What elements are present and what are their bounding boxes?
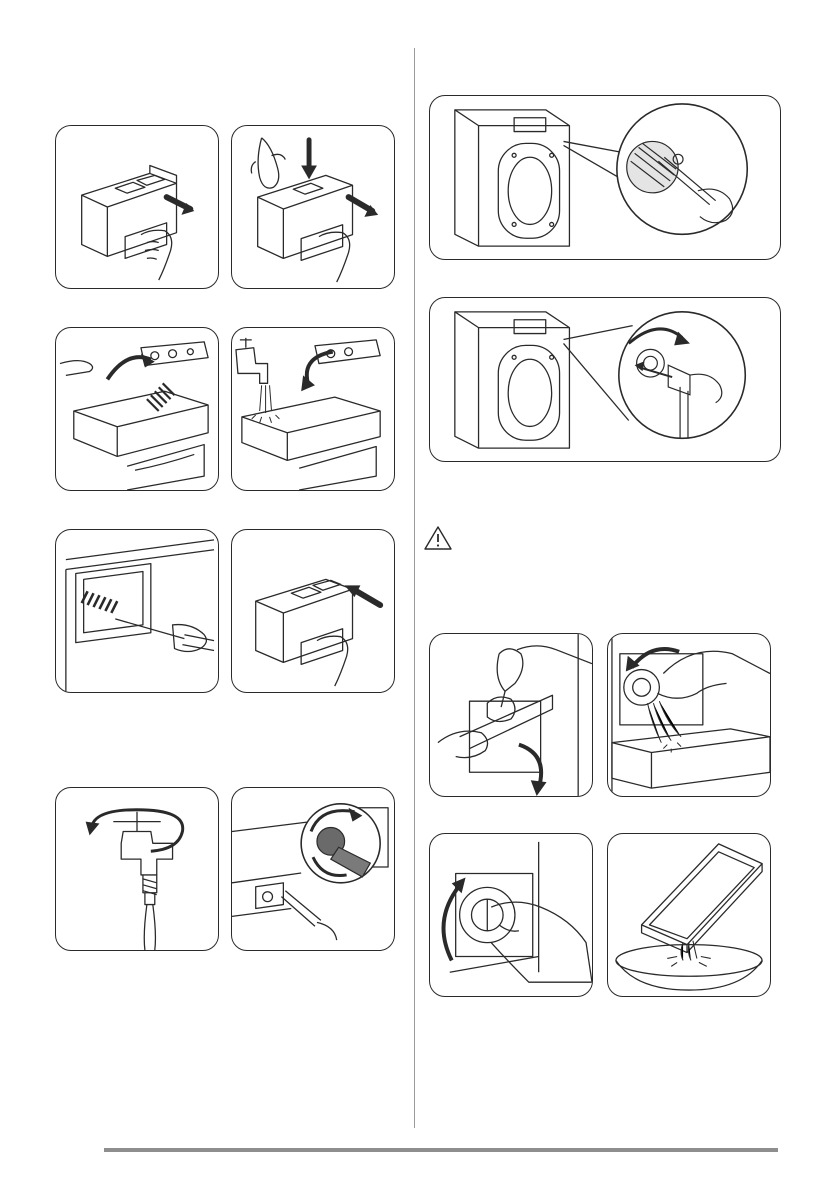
fig-close-water-tap — [55, 787, 219, 951]
drain-into-tray-icon — [608, 634, 770, 796]
rinse-under-tap-icon — [232, 328, 394, 490]
fig-refit-inlet-hose — [429, 297, 781, 462]
footer-rule — [104, 1148, 778, 1152]
fig-dispenser-pull-out — [55, 125, 219, 289]
fig-unscrew-inlet-hose — [231, 787, 395, 951]
unscrew-inlet-hose-icon — [232, 788, 394, 950]
fig-empty-tray-into-bowl — [607, 833, 771, 997]
fig-dispenser-press-release — [231, 125, 395, 289]
press-release-lever-icon — [232, 126, 394, 288]
brush-recess-icon — [56, 530, 218, 692]
refit-inlet-hose-icon — [430, 298, 780, 461]
dispenser-drawer-push-in-icon — [232, 530, 394, 692]
fig-turn-pump-filter — [429, 833, 593, 997]
open-filter-flap-icon — [430, 634, 592, 796]
warning-triangle-icon — [424, 525, 452, 551]
fig-clean-inlet-filter — [429, 95, 781, 260]
fig-drain-into-tray — [607, 633, 771, 797]
fig-dispenser-push-in — [231, 529, 395, 693]
fig-rinse-under-tap — [231, 327, 395, 491]
fig-brush-dispenser-recess — [55, 529, 219, 693]
remove-softener-cap-icon — [56, 328, 218, 490]
fig-open-filter-flap — [429, 633, 593, 797]
column-divider — [414, 48, 415, 1128]
clean-inlet-filter-icon — [430, 96, 780, 259]
close-water-tap-icon — [56, 788, 218, 950]
dispenser-drawer-pull-out-icon — [56, 126, 218, 288]
fig-remove-softener-cap — [55, 327, 219, 491]
turn-pump-filter-icon — [430, 834, 592, 996]
empty-tray-into-bowl-icon — [608, 834, 770, 996]
